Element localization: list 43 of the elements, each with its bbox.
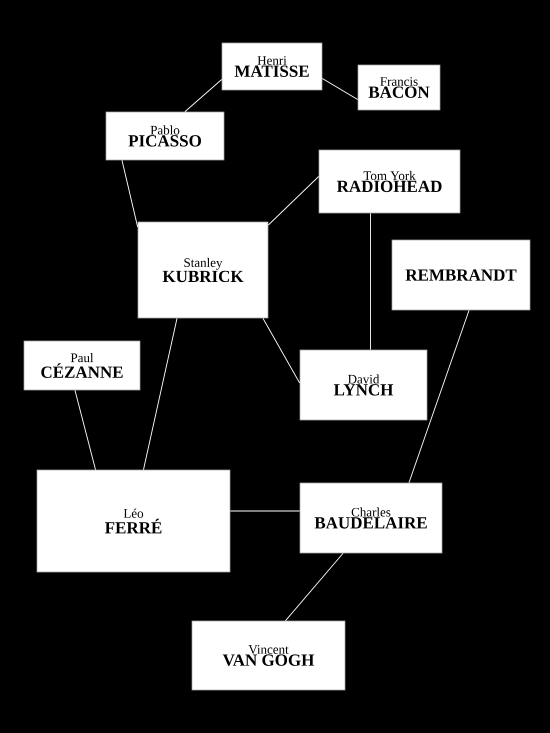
surname: RADIOHEAD xyxy=(336,180,442,192)
surname: MATISSE xyxy=(234,65,309,77)
first-name: Stanley xyxy=(184,258,222,270)
connector-line xyxy=(262,318,300,384)
name-box xyxy=(24,340,140,390)
surname: FERRÉ xyxy=(105,518,162,534)
name-box xyxy=(318,150,460,214)
name-box xyxy=(300,350,428,420)
surname: BAUDELAIRE xyxy=(314,517,427,529)
first-name: Charles xyxy=(352,507,390,517)
connector-line xyxy=(122,160,138,228)
connector-line xyxy=(370,212,371,350)
name-box xyxy=(106,112,224,160)
name-box xyxy=(392,240,530,310)
name-box xyxy=(358,64,440,110)
first-name: David xyxy=(348,374,380,384)
first-name: Tom York xyxy=(364,170,416,180)
surname: CÉZANNE xyxy=(41,363,123,378)
surname: PICASSO xyxy=(128,135,201,147)
surname: VAN GOGH xyxy=(222,654,314,666)
connector-line xyxy=(322,78,358,100)
first-name: Paul xyxy=(70,353,94,362)
first-name: Pablo xyxy=(150,125,180,135)
connector-line xyxy=(184,79,222,112)
connector-line xyxy=(74,390,96,470)
first-name: Francis xyxy=(380,77,418,86)
name-box xyxy=(138,222,268,318)
connector-line xyxy=(230,510,300,512)
first-name: Léo xyxy=(124,508,144,518)
first-name: Henri xyxy=(258,56,287,65)
connector-line xyxy=(268,176,320,226)
first-name: Vincent xyxy=(248,645,289,654)
connector-line xyxy=(408,310,470,484)
name-box xyxy=(300,482,442,554)
connector-line xyxy=(285,552,344,622)
surname: REMBRANDT xyxy=(406,269,516,281)
surname: LYNCH xyxy=(334,384,394,396)
name-box xyxy=(222,42,322,90)
connector-line xyxy=(143,318,178,470)
surname: BACON xyxy=(368,86,430,98)
name-box xyxy=(192,620,346,690)
name-box xyxy=(36,470,230,572)
surname: KUBRICK xyxy=(162,270,244,282)
